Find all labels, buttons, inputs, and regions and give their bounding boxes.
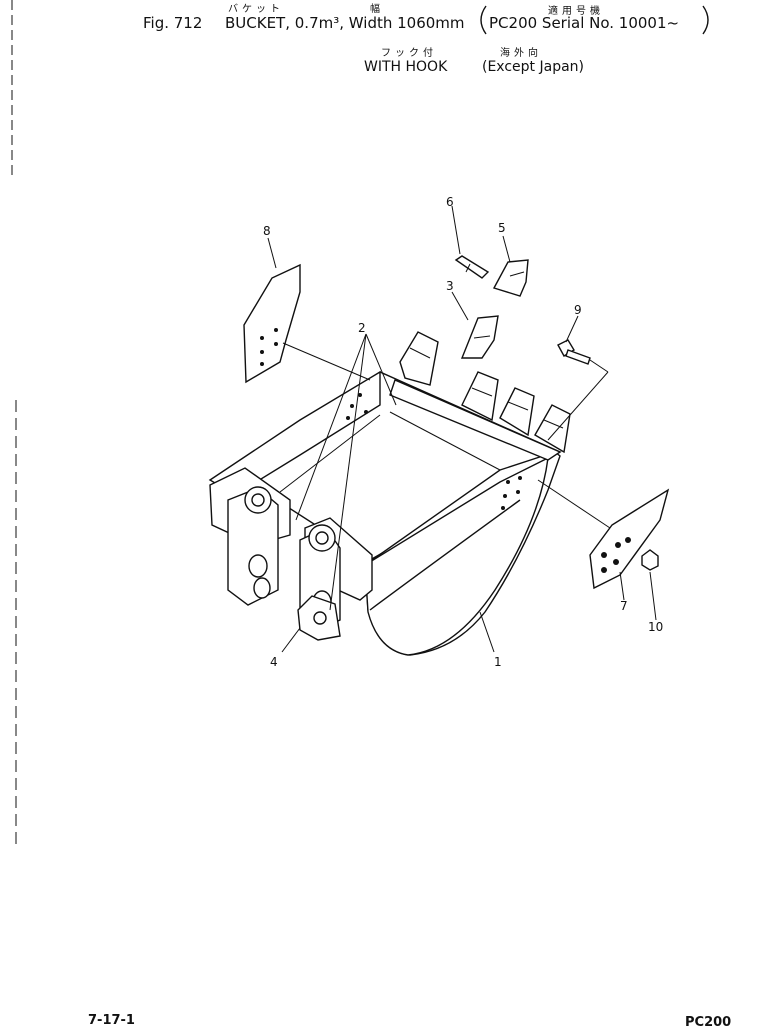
header-paren-right bbox=[702, 5, 709, 35]
jp-hook-label: フック付 bbox=[381, 48, 437, 59]
leader-line bbox=[502, 235, 511, 263]
callout-10: 10 bbox=[648, 620, 663, 634]
leader-line bbox=[267, 237, 277, 269]
nut bbox=[641, 549, 659, 571]
callout-8: 8 bbox=[263, 224, 271, 238]
callout-9: 9 bbox=[574, 303, 582, 317]
callout-2: 2 bbox=[358, 321, 366, 335]
figure-number: Fig. 712 bbox=[143, 14, 203, 32]
callout-7: 7 bbox=[620, 599, 628, 613]
leader-line bbox=[479, 611, 495, 653]
callout-4: 4 bbox=[270, 655, 278, 669]
serial-range: PC200 Serial No. 10001~ bbox=[489, 14, 680, 32]
page-number: 7-17-1 bbox=[88, 1013, 135, 1028]
leader-line bbox=[619, 571, 625, 601]
callout-5: 5 bbox=[498, 221, 506, 235]
leader-line bbox=[589, 359, 609, 373]
subtitle-except: (Except Japan) bbox=[482, 59, 584, 75]
header-paren-left bbox=[480, 5, 487, 35]
side-cutter-left-holes bbox=[260, 328, 278, 366]
leader-line bbox=[537, 479, 611, 529]
leader-line bbox=[365, 333, 397, 406]
tooth-pin bbox=[454, 255, 490, 279]
leader-line bbox=[547, 371, 609, 441]
leader-line bbox=[649, 571, 657, 621]
leader-line bbox=[281, 627, 301, 653]
side-cutter-right-holes bbox=[601, 537, 631, 573]
tooth-point-detail bbox=[509, 271, 525, 277]
leader-line bbox=[451, 291, 469, 321]
model-code: PC200 bbox=[685, 1015, 732, 1030]
bucket-body bbox=[208, 370, 562, 656]
figure-title: BUCKET, 0.7m³, Width 1060mm bbox=[225, 14, 465, 32]
jp-bucket-label: バケット bbox=[228, 4, 284, 15]
jp-overseas-label: 海外向 bbox=[500, 48, 542, 59]
tooth-adapters bbox=[399, 331, 571, 454]
tooth-adapter-detail bbox=[473, 335, 491, 339]
callout-3: 3 bbox=[446, 279, 454, 293]
side-cutter-left bbox=[243, 263, 301, 384]
leader-line bbox=[451, 205, 461, 255]
callout-6: 6 bbox=[446, 195, 454, 209]
bolt bbox=[557, 339, 591, 365]
hinge-brackets bbox=[209, 467, 373, 641]
callout-1: 1 bbox=[494, 655, 502, 669]
leader-line bbox=[565, 315, 579, 343]
leader-line bbox=[282, 342, 371, 381]
subtitle-hook: WITH HOOK bbox=[364, 59, 448, 75]
leader-line bbox=[329, 333, 367, 611]
jp-width-label: 幅 bbox=[370, 4, 384, 15]
jp-machine-label: 適用号機 bbox=[548, 6, 604, 17]
leader-line bbox=[295, 333, 367, 521]
tooth-point bbox=[492, 259, 529, 297]
